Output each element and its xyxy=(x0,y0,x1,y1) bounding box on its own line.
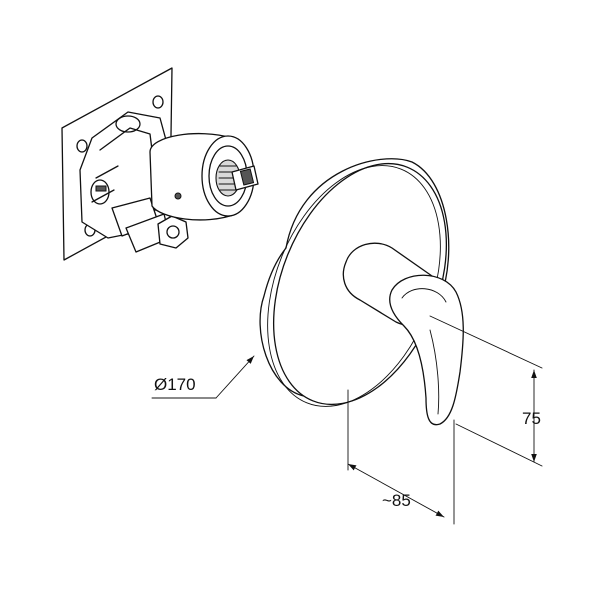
diameter-label: Ø170 xyxy=(154,375,196,394)
dimension-height: 75 xyxy=(429,315,543,467)
frame-boss xyxy=(90,179,110,205)
label-tag xyxy=(95,185,107,192)
concealed-valve-body xyxy=(61,67,259,261)
lever-handle xyxy=(342,242,464,426)
handle-contour xyxy=(401,288,447,415)
handle-lever xyxy=(389,274,464,426)
mounting-hole xyxy=(152,95,164,109)
dimension-depth: ~85 xyxy=(347,389,455,525)
frame-boss xyxy=(115,115,141,133)
dimension-diameter: Ø170 xyxy=(151,355,255,399)
hex-nut xyxy=(157,215,189,249)
height-label: 75 xyxy=(522,409,541,428)
spindle-flat xyxy=(239,168,255,186)
screw-head xyxy=(174,192,182,200)
mounting-hole xyxy=(76,139,88,153)
depth-label: ~85 xyxy=(382,491,411,510)
cartridge-ribs xyxy=(218,165,238,191)
hex-nut-bore xyxy=(166,225,180,239)
valve-frame-detail xyxy=(91,127,153,203)
